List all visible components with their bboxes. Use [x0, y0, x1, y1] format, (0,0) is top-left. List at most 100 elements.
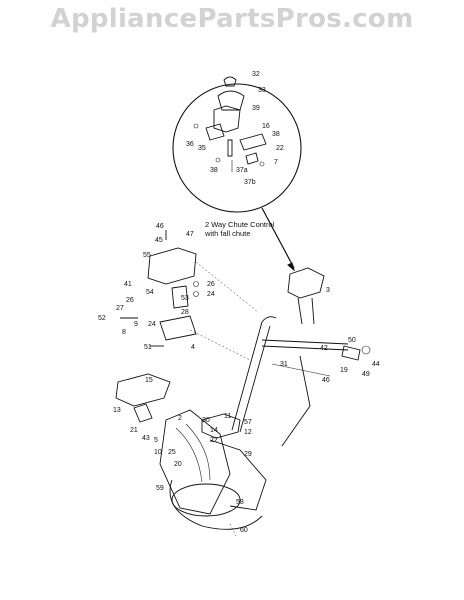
leader	[189, 329, 251, 361]
part-number: 59	[156, 485, 164, 492]
chute-control-detail: 32 33 39 16 38 35 36 22 7 38 37a 37b	[172, 71, 302, 213]
auger-housing	[159, 409, 231, 515]
chute-assembly: 46 47 45 55 26 24 41 54 53 27 26 28 52 8…	[98, 223, 259, 361]
part-number: 60	[240, 527, 248, 534]
part-number: 38	[210, 167, 218, 174]
chute-adapter	[133, 403, 153, 423]
detail-plate-right	[239, 133, 267, 151]
chute-control-assembly: 3	[287, 267, 330, 325]
handle-grip	[341, 345, 361, 361]
part-number: 21	[130, 427, 138, 434]
part-number: 10	[154, 449, 162, 456]
part-number: 11	[224, 413, 231, 420]
part-number: 53	[181, 295, 189, 302]
housing-side	[171, 483, 241, 517]
callout-arrow-head	[287, 262, 295, 272]
detail-plate-left	[205, 123, 225, 141]
auger-blade	[175, 427, 203, 483]
chute-ring	[159, 315, 197, 341]
control-housing	[287, 267, 325, 299]
detail-nut	[215, 157, 221, 163]
part-number: 15	[145, 377, 153, 384]
auger-gear-box	[201, 413, 241, 439]
part-number: 12	[244, 429, 252, 436]
part-number: 26	[207, 281, 215, 288]
part-number: 42	[320, 345, 328, 352]
leader	[195, 261, 259, 313]
detail-knob	[223, 76, 237, 87]
part-number: 52	[98, 315, 106, 322]
leader	[229, 523, 237, 537]
washer	[193, 291, 199, 297]
auger-blade	[185, 423, 211, 481]
part-number: 39	[252, 105, 260, 112]
handle-crossbar-lower	[261, 345, 349, 351]
impeller-housing	[209, 439, 267, 511]
control-rod	[311, 297, 315, 325]
part-number: 22	[210, 437, 218, 444]
part-number: 14	[210, 427, 218, 434]
part-number: 33	[258, 87, 266, 94]
part-number: 9	[134, 321, 138, 328]
detail-circle	[172, 83, 302, 213]
knob	[361, 345, 371, 355]
part-number: 2	[178, 415, 182, 422]
part-number: 26	[126, 297, 134, 304]
part-number: 13	[113, 407, 121, 414]
detail-rod	[227, 139, 233, 157]
part-number: 44	[372, 361, 380, 368]
part-number: 55	[143, 252, 151, 259]
part-number: 24	[148, 321, 156, 328]
part-number: 41	[124, 281, 132, 288]
part-number: 4	[191, 344, 195, 351]
part-number: 25	[168, 449, 176, 456]
part-number: 3	[326, 287, 330, 294]
handle-right	[281, 355, 311, 447]
part-number: 47	[186, 231, 194, 238]
part-number: 37a	[236, 167, 248, 174]
part-number: 7	[274, 159, 278, 166]
part-number: 29	[244, 451, 252, 458]
watermark: AppliancePartsPros.com	[50, 4, 414, 34]
part-number: 45	[155, 237, 163, 244]
part-number: 46	[156, 223, 164, 230]
detail-cap	[217, 90, 245, 111]
part-number: 20	[174, 461, 182, 468]
part-number: 46	[322, 377, 330, 384]
detail-bracket	[213, 105, 241, 133]
part-number: 19	[340, 367, 348, 374]
housing-bottom	[169, 479, 263, 530]
part-number: 37b	[244, 179, 256, 186]
part-number: 35	[198, 145, 206, 152]
detail-screw	[193, 123, 199, 129]
part-number: 57	[244, 419, 252, 426]
part-number: 36	[186, 141, 194, 148]
callout-note-line2: with fall chute	[204, 229, 250, 238]
auger-housing-assembly: 15 13 21 43 2 30 11 57 14 12 5 25 22 10 …	[113, 373, 267, 537]
washer	[193, 281, 199, 287]
part-number: 27	[116, 305, 124, 312]
part-number: 24	[207, 291, 215, 298]
part-number: 31	[280, 361, 288, 368]
chute-gear	[171, 285, 189, 309]
handle-crossbar	[261, 339, 349, 345]
control-rod	[297, 297, 303, 325]
handle-left	[231, 316, 277, 431]
detail-washer	[259, 161, 265, 167]
part-number: 16	[262, 123, 270, 130]
callout-arrow-line	[261, 207, 295, 269]
part-number: 38	[272, 131, 280, 138]
part-number: 8	[122, 329, 126, 336]
handle-assembly: 50 42 31 19 46 44 49	[231, 316, 380, 447]
part-number: 49	[362, 371, 370, 378]
callout-note-line1: 2 Way Chute Control	[205, 220, 275, 229]
chute-deflector	[147, 247, 197, 285]
control-cable	[271, 363, 331, 377]
part-number: 30	[202, 417, 210, 424]
part-number: 50	[348, 337, 356, 344]
part-number: 28	[181, 309, 189, 316]
part-number: 5	[154, 437, 158, 444]
part-number: 32	[252, 71, 260, 78]
